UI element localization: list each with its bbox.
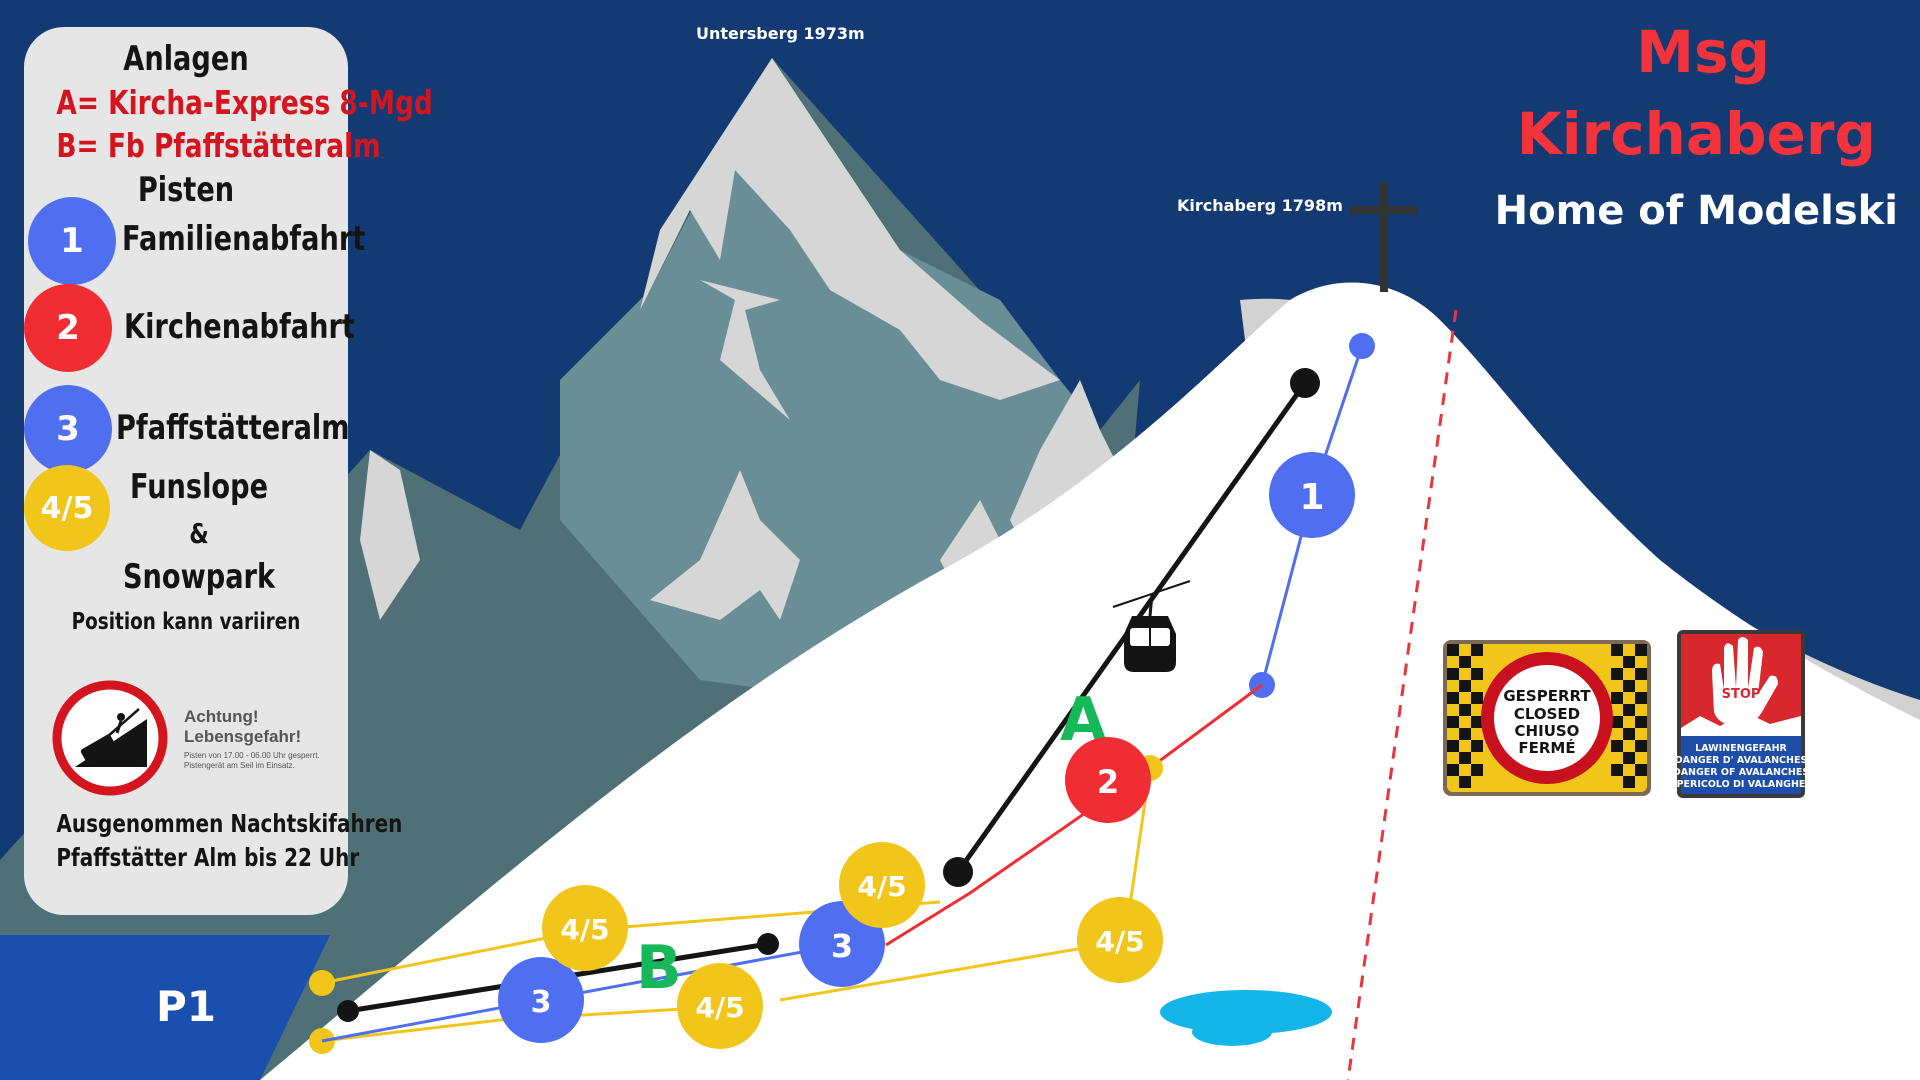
piste-2-badge: 2 [1065, 737, 1151, 823]
legend-piste-45-badge: 4/5 [24, 465, 110, 551]
piste-1-badge-label: 1 [1299, 477, 1324, 518]
legend-piste-3-number: 3 [56, 409, 80, 449]
untersberg-label: Untersberg 1973m [696, 24, 865, 43]
legend-piste-3-badge: 3 [24, 385, 112, 473]
legend-funslope: Funslope [129, 467, 269, 507]
avalanche-text-4: PERICOLO DI VALANGHE [1677, 779, 1806, 790]
legend-piste-2-name: Kirchenabfahrt [124, 307, 355, 347]
legend-piste-1-badge: 1 [28, 197, 116, 285]
avalanche-stop-label: STOP [1722, 687, 1761, 702]
legend-piste-45-number: 4/5 [40, 490, 94, 526]
gondola-icon [1112, 580, 1191, 672]
piste-45-bottom-line [321, 1006, 701, 1043]
stop-hand-icon [1712, 637, 1778, 727]
piste-45-badge-d-label: 4/5 [1095, 925, 1144, 958]
warning-small-2: Pistengerät am Seil im Einsatz. [184, 761, 295, 770]
kirchaberg-label: Kirchaberg 1798m [1177, 196, 1343, 215]
piste-1-top-dot [1349, 333, 1375, 359]
warning-title-2: Lebensgefahr! [184, 727, 302, 746]
brand-kirchaberg: Kirchaberg [1516, 100, 1876, 168]
warning-title: Achtung! Lebensgefahr! [184, 707, 301, 747]
lift-b-top-station [757, 933, 779, 955]
danger-sign-icon [52, 680, 168, 796]
brand-tagline: Home of Modelski [1494, 188, 1898, 234]
piste-2-badge-label: 2 [1097, 763, 1119, 801]
closed-sign: GESPERRT CLOSED CHIUSO FERMÉ [1443, 640, 1651, 796]
piste-45-badge-c: 4/5 [677, 963, 763, 1049]
night-note-2: Pfaffstätter Alm bis 22 Uhr [56, 843, 360, 872]
avalanche-text-1: LAWINENGEFAHR [1695, 743, 1787, 754]
piste-2-line [885, 683, 1263, 947]
parking-label: P1 [156, 982, 216, 1031]
lift-a-top-station [1290, 368, 1320, 398]
legend-piste-2-badge: 2 [24, 284, 112, 372]
lake-lobe [1192, 1018, 1272, 1046]
legend-pisten-title: Pisten [137, 170, 235, 210]
warning-details: Pisten von 17.00 - 06.00 Uhr gesperrt. P… [184, 751, 334, 771]
piste-45-badge-b-label: 4/5 [560, 913, 609, 946]
lift-b-label: B [636, 933, 682, 1003]
piste-3-badge-lower: 3 [498, 957, 584, 1043]
piste-45-start-dot-top [309, 970, 335, 996]
piste-45-badge-d: 4/5 [1077, 897, 1163, 983]
closed-sign-text-2: CLOSED [1514, 705, 1580, 723]
legend-position-note: Position kann variiren [71, 609, 301, 635]
piste-45-badge-b: 4/5 [542, 885, 628, 971]
kirchaberg-slope [260, 282, 1920, 1080]
legend-title: Anlagen [123, 39, 249, 79]
avalanche-wave-icon [1681, 712, 1801, 736]
warning-small-1: Pisten von 17.00 - 06.00 Uhr gesperrt. [184, 751, 320, 760]
piste-1-badge: 1 [1269, 452, 1355, 538]
brand-msg: Msg [1636, 18, 1770, 86]
piste-45-badge-a: 4/5 [839, 842, 925, 928]
piste-45-lower-line [779, 938, 1131, 1002]
lift-b-bottom-station [337, 1000, 359, 1022]
avalanche-sign: STOP LAWINENGEFAHR DANGER D' AVALANCHES … [1673, 630, 1810, 798]
legend-piste-2-number: 2 [56, 308, 80, 348]
night-note-1: Ausgenommen Nachtskifahren [56, 809, 403, 838]
legend-amp: & [189, 517, 209, 550]
closed-sign-text-1: GESPERRT [1503, 687, 1591, 705]
legend-lift-a: A= Kircha-Express 8-Mgd [56, 83, 433, 122]
piste-3-badge-lower-label: 3 [531, 985, 552, 1020]
piste-3-badge-upper-label: 3 [831, 927, 853, 965]
avalanche-text-2: DANGER D' AVALANCHES [1675, 755, 1808, 766]
legend-lift-b: B= Fb Pfaffstätteralm [56, 126, 381, 165]
piste-45-badge-c-label: 4/5 [695, 991, 744, 1024]
closure-boundary-line [1346, 309, 1458, 1080]
parking-area [0, 935, 330, 1080]
closed-sign-text-3: CHIUSO [1515, 722, 1580, 740]
avalanche-text-3: DANGER OF AVALANCHES [1673, 767, 1810, 778]
legend-piste-3-name: Pfaffstätteralm [116, 408, 350, 448]
legend-piste-1-number: 1 [60, 221, 84, 261]
closed-sign-text-4: FERMÉ [1518, 738, 1575, 757]
legend-snowpark: Snowpark [122, 557, 276, 597]
lift-a-bottom-station [943, 857, 973, 887]
summit-cross-icon [1350, 182, 1418, 292]
legend-panel: Anlagen A= Kircha-Express 8-Mgd B= Fb Pf… [24, 27, 433, 915]
warning-title-1: Achtung! [184, 707, 259, 726]
legend-piste-1-name: Familienabfahrt [122, 219, 366, 259]
piste-45-badge-a-label: 4/5 [857, 870, 906, 903]
